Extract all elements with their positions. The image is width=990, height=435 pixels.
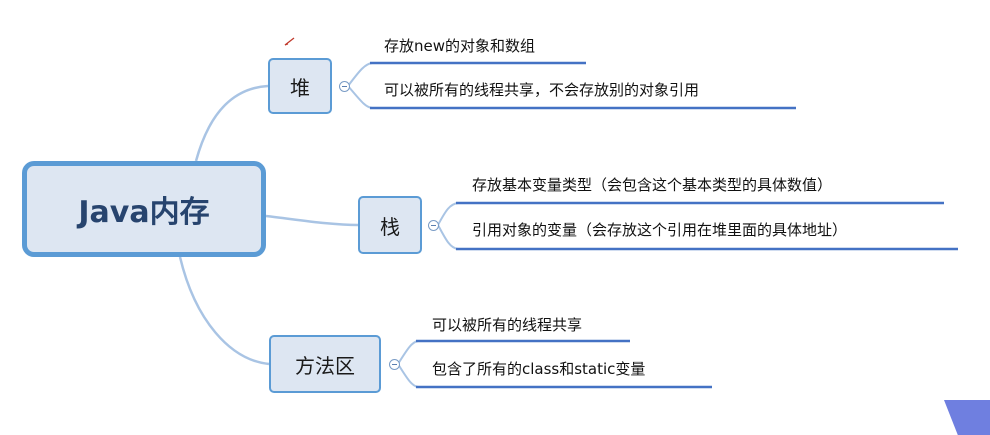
leaf-stack-1[interactable]: 存放基本变量类型（会包含这个基本类型的具体数值） [472, 176, 833, 194]
connector-method-leaf-2 [397, 363, 419, 388]
branch-node-method-area[interactable]: 方法区 [269, 335, 381, 393]
connector-heap-leaf-1 [347, 62, 373, 87]
connector-heap-leaf-2 [347, 85, 373, 109]
branch-node-stack[interactable]: 栈 [358, 196, 422, 254]
branch-node-label: 方法区 [295, 353, 355, 378]
connector-method-leaf-1 [397, 340, 419, 365]
leaf-heap-1[interactable]: 存放new的对象和数组 [384, 37, 536, 55]
connector-stack-leaf-1 [437, 202, 459, 226]
connector-stack-leaf-2 [437, 224, 459, 250]
pen-mark-icon [284, 37, 295, 46]
root-node[interactable]: Java内存 [22, 161, 266, 257]
branch-node-label: 堆 [290, 75, 310, 100]
leaf-heap-2[interactable]: 可以被所有的线程共享，不会存放别的对象引用 [384, 81, 700, 99]
connector-root-heap [194, 84, 269, 162]
collapse-toggle-icon[interactable] [428, 220, 439, 231]
branch-node-heap[interactable]: 堆 [268, 58, 332, 114]
root-node-label: Java内存 [78, 195, 210, 230]
connector-root-stack [265, 214, 359, 227]
collapse-toggle-icon[interactable] [389, 359, 400, 370]
leaf-stack-2[interactable]: 引用对象的变量（会存放这个引用在堆里面的具体地址） [472, 221, 848, 239]
leaf-method-2[interactable]: 包含了所有的class和static变量 [432, 360, 646, 378]
collapse-toggle-icon[interactable] [339, 81, 350, 92]
leaf-method-1[interactable]: 可以被所有的线程共享 [432, 316, 583, 334]
connector-root-method [178, 256, 270, 366]
branch-node-label: 栈 [380, 214, 400, 239]
